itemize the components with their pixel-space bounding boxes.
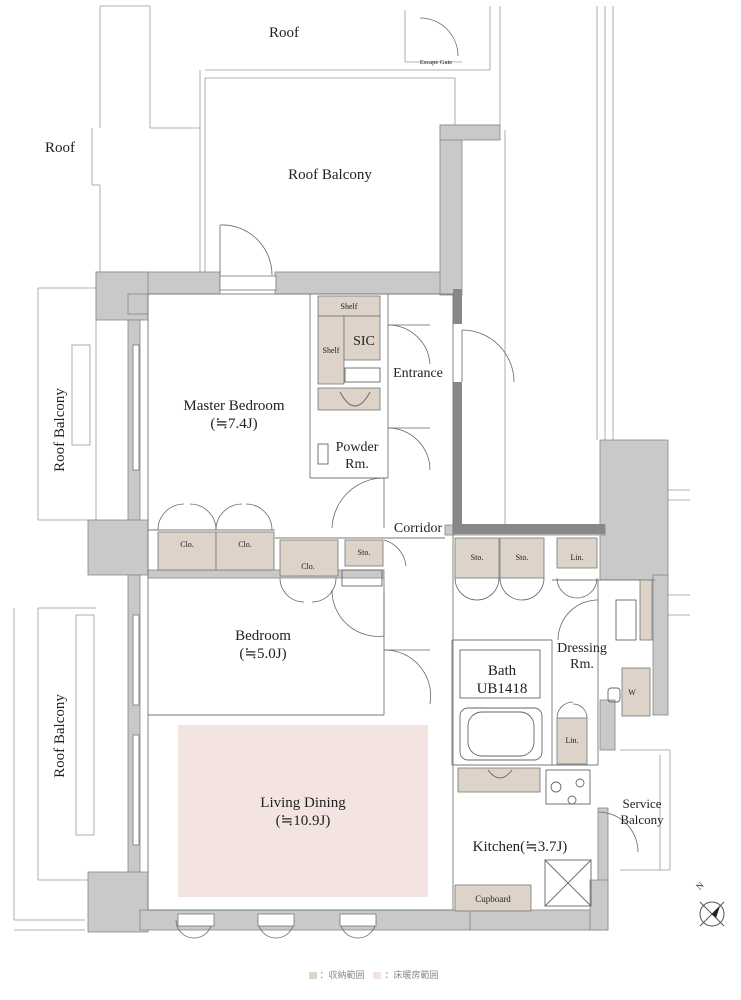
linen-label-1: Lin. [570, 553, 583, 562]
legend-storage: ：収納範囲 [319, 971, 365, 981]
walls [87, 124, 669, 933]
hatched-wall [453, 289, 605, 534]
dressing-room-label-2: Rm. [570, 657, 594, 672]
exterior-lines [13, 5, 690, 931]
entrance-label: Entrance [393, 366, 443, 381]
living-dining-label: Living Dining [260, 795, 346, 811]
sic-label: SIC [353, 334, 375, 349]
interior-lines [147, 293, 655, 911]
storage-swatch [308, 972, 317, 979]
legend-floor-heating: ：床暖房範囲 [384, 971, 439, 981]
closet-label-1: Clo. [180, 540, 194, 549]
linen-label-2: Lin. [565, 736, 578, 745]
powder-room-label-2: Rm. [345, 457, 369, 472]
living-dining-size: (≒10.9J) [276, 813, 331, 829]
kitchen-label: Kitchen(≒3.7J) [473, 839, 568, 855]
dressing-room-label-1: Dressing [557, 641, 607, 656]
master-bedroom-label: Master Bedroom [183, 398, 285, 414]
roof-balcony-left-lower-label: Roof Balcony [52, 694, 68, 778]
escape-gate-label: Escape Gate [420, 59, 452, 66]
legend: ：収納範囲 ：床暖房範囲 [0, 968, 741, 981]
doors [157, 17, 639, 939]
bath-label: Bath [488, 663, 517, 679]
powder-room-label-1: Powder [336, 440, 379, 455]
bedroom-label: Bedroom [235, 628, 291, 644]
service-balcony-label-1: Service [623, 796, 662, 811]
master-bedroom-size: (≒7.4J) [210, 416, 257, 432]
storage-label-3: Sto. [516, 553, 529, 562]
storage-label-1: Sto. [358, 548, 371, 557]
corridor-label: Corridor [394, 521, 443, 536]
roof-balcony-left-upper-label: Roof Balcony [52, 388, 68, 472]
floor-heating-swatch [373, 972, 382, 979]
storage-areas [157, 295, 653, 912]
roof-top-label: Roof [269, 25, 299, 41]
service-balcony-label-2: Balcony [620, 812, 664, 827]
roof-left-label: Roof [45, 140, 75, 156]
cupboard-label: Cupboard [475, 894, 511, 904]
floor-heating-area [178, 725, 428, 897]
closet-label-2: Clo. [238, 540, 252, 549]
balcony-rail [75, 614, 95, 836]
north-compass [699, 901, 725, 927]
north-label: N [694, 880, 706, 892]
windows [132, 275, 377, 927]
bath-unit-label: UB1418 [477, 681, 528, 697]
shelf-top-label: Shelf [341, 302, 358, 311]
washer-label: W [628, 688, 636, 697]
balcony-rail [71, 344, 91, 446]
storage-label-2: Sto. [471, 553, 484, 562]
bedroom-size: (≒5.0J) [239, 646, 286, 662]
roof-balcony-top-label: Roof Balcony [288, 167, 372, 183]
fixtures [317, 367, 637, 907]
shelf-left-label: Shelf [323, 346, 340, 355]
closet-label-3: Clo. [301, 562, 315, 571]
